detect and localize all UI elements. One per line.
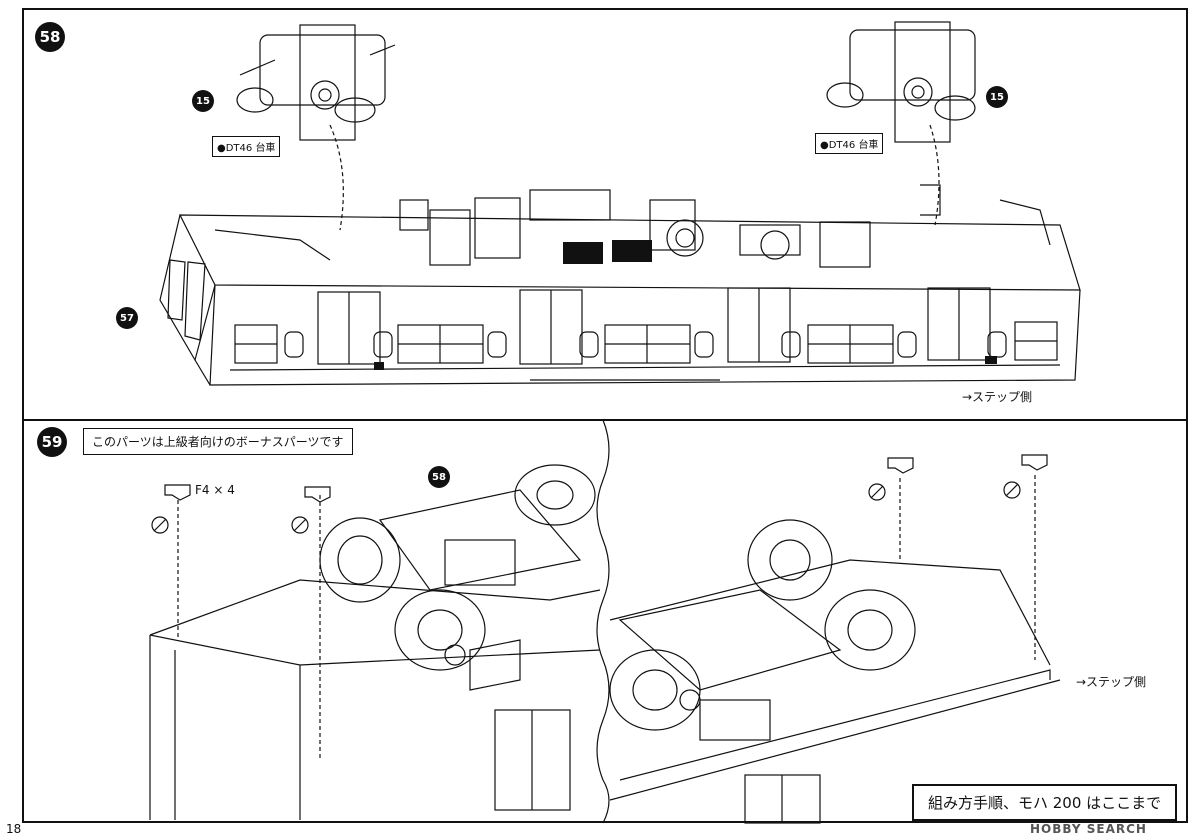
step-58-badge: 58	[35, 22, 65, 52]
car-body-outline	[159, 214, 1081, 386]
step59-left-bogie	[319, 464, 596, 691]
car-doors	[317, 287, 991, 365]
dt46-label-left: ●DT46 台車	[212, 136, 281, 157]
step-divider	[22, 419, 1188, 421]
watermark: HOBBY SEARCH	[1030, 822, 1147, 836]
part-15-badge-left: 15	[192, 90, 214, 112]
step59-right-bogie	[609, 519, 916, 741]
step-side-label-58: →ステップ側	[962, 390, 1033, 404]
page-frame	[22, 8, 1188, 823]
page-number: 18	[6, 822, 22, 836]
bogie-right	[826, 21, 976, 143]
part-58-ref-badge: 58	[428, 466, 450, 488]
bogie-left	[236, 24, 396, 141]
step59-left-body	[149, 579, 601, 820]
assembly-end-note: 組み方手順、モハ 200 はここまで	[912, 784, 1178, 821]
part-code-f4: F4 × 4	[195, 483, 235, 497]
step59-right-body	[609, 559, 1061, 824]
step-side-label-59: →ステップ側	[1076, 675, 1147, 689]
wavy-divider	[596, 419, 610, 824]
part-15-badge-right: 15	[986, 86, 1008, 108]
bonus-parts-note: このパーツは上級者向けのボーナスパーツです	[83, 428, 353, 455]
part-57-badge: 57	[116, 307, 138, 329]
underfloor-equipment	[214, 184, 1051, 268]
step-59-badge: 59	[37, 427, 67, 457]
dt46-label-right: ●DT46 台車	[815, 133, 884, 154]
car-windows	[234, 321, 1058, 364]
